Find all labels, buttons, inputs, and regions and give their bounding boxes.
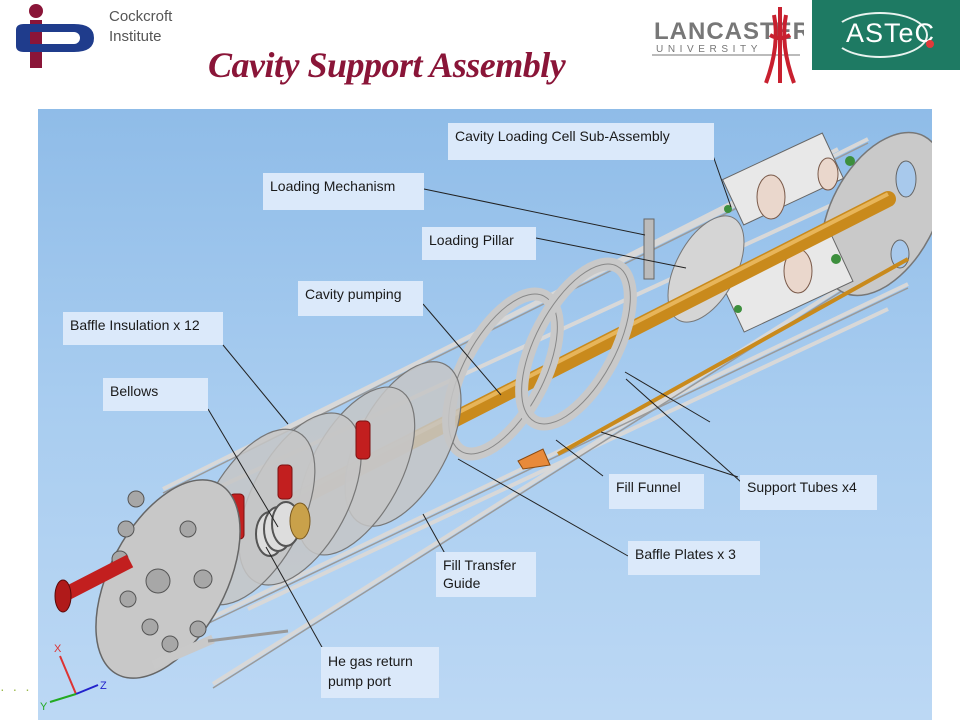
label-cavity-loading-cell: Cavity Loading Cell Sub-Assembly (448, 123, 714, 160)
page-title: Cavity Support Assembly (208, 45, 566, 85)
cockcroft-logo (14, 2, 104, 72)
label-cavity-pumping: Cavity pumping (298, 281, 423, 316)
label-bellows: Bellows (103, 378, 208, 411)
label-fill-transfer-guide: Fill Transfer Guide (436, 552, 536, 597)
astec-logo: ASTeC (812, 0, 960, 70)
label-loading-mechanism: Loading Mechanism (263, 173, 424, 210)
institute-line-1: Cockcroft (109, 8, 173, 25)
axis-y-label: Y (40, 701, 48, 713)
label-he-gas-return: He gas return pump port (321, 647, 439, 698)
institute-line-2: Institute (109, 28, 162, 45)
astec-dot-icon (926, 40, 934, 48)
label-support-tubes: Support Tubes x4 (740, 475, 877, 510)
label-baffle-plates: Baffle Plates x 3 (628, 541, 760, 575)
astec-logo-text: ASTeC (846, 18, 936, 48)
label-fill-funnel: Fill Funnel (609, 474, 704, 509)
leader-lines (207, 146, 742, 650)
astec-ring-icon (832, 12, 928, 58)
label-loading-pillar: Loading Pillar (422, 227, 536, 260)
cad-render-panel: X Z Y Cavity Loading Cell Sub-Assembly L… (38, 109, 932, 720)
lancaster-logo-line-2: UNIVERSITY (656, 44, 762, 55)
axis-z-label: Z (100, 680, 107, 692)
assembly-drawing: X Z Y (40, 131, 932, 713)
axis-x-label: X (54, 643, 62, 655)
lancaster-logo: LANCASTER UNIVERSITY (652, 5, 810, 87)
institute-name: Cockcroft Institute (109, 7, 172, 47)
label-baffle-insulation: Baffle Insulation x 12 (63, 312, 223, 345)
axis-triad-icon: X Z Y (40, 643, 107, 713)
